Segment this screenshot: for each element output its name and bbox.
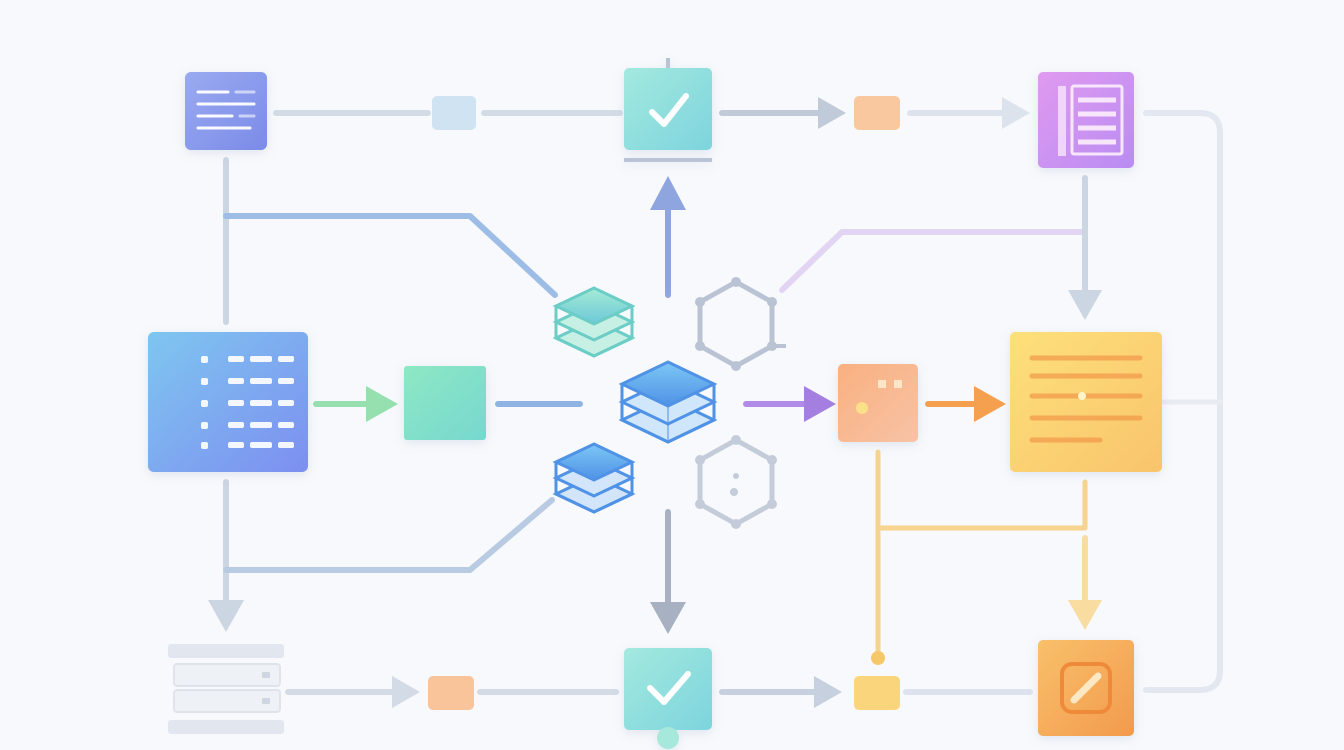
document-icon xyxy=(196,90,256,130)
arrowhead-to-final xyxy=(1068,600,1102,630)
database-bottom-node[interactable] xyxy=(552,442,636,514)
hexagon-icon xyxy=(695,277,786,371)
arrowhead-process-to-output xyxy=(974,386,1006,422)
final-output-node[interactable] xyxy=(1038,640,1134,736)
checkpoint-bottom-node[interactable] xyxy=(624,648,712,749)
checkpoint-top-node[interactable] xyxy=(624,58,712,162)
data-table-node[interactable] xyxy=(148,332,308,472)
check-icon xyxy=(649,93,689,127)
chip-bottom-2[interactable] xyxy=(854,676,900,710)
arrowhead-table-to-transform xyxy=(366,386,398,422)
hexagon-network-bottom-node[interactable] xyxy=(695,435,777,529)
connector-doc-to-db xyxy=(223,213,558,298)
pencil-icon xyxy=(1060,662,1112,714)
table-icon xyxy=(201,356,294,449)
process-card-node[interactable] xyxy=(838,364,918,442)
connector-db-to-bottom xyxy=(223,497,555,573)
list-report-node[interactable] xyxy=(1038,72,1134,168)
database-top-node[interactable] xyxy=(552,286,636,358)
connectors xyxy=(208,97,1223,708)
output-document-node[interactable] xyxy=(1010,332,1162,472)
arrowhead-hub-down xyxy=(650,602,686,634)
database-hub-node[interactable] xyxy=(618,360,718,444)
arrowhead-check-to-chip-bottom xyxy=(814,676,842,708)
transform-node[interactable] xyxy=(404,366,486,440)
chip-bottom-1[interactable] xyxy=(428,676,474,710)
doc-source-node[interactable] xyxy=(185,72,267,150)
arrowhead-chip-to-list xyxy=(1002,97,1030,129)
list-icon xyxy=(1058,84,1124,156)
arrowhead-server-to-chip xyxy=(392,676,420,708)
arrowhead-check-to-chip xyxy=(818,97,846,129)
storage-server-node[interactable] xyxy=(168,644,284,734)
check-icon xyxy=(647,671,691,705)
connector-hex-to-list xyxy=(779,229,1088,293)
database-stack-icon xyxy=(552,442,636,514)
hexagon-network-top-node[interactable] xyxy=(695,277,786,371)
arrowhead-list-to-output xyxy=(1068,290,1102,320)
chip-top-1[interactable] xyxy=(432,96,476,130)
arrowhead-hub-up xyxy=(650,176,686,210)
server-icon xyxy=(168,644,284,734)
hexagon-icon xyxy=(695,435,777,529)
database-stack-icon xyxy=(618,360,718,444)
chip-top-2[interactable] xyxy=(854,96,900,130)
card-icon xyxy=(856,380,902,414)
arrowhead-to-server xyxy=(208,600,244,632)
arrowhead-hub-to-process xyxy=(804,386,836,422)
database-stack-icon xyxy=(552,286,636,358)
connector-dot xyxy=(871,651,885,665)
